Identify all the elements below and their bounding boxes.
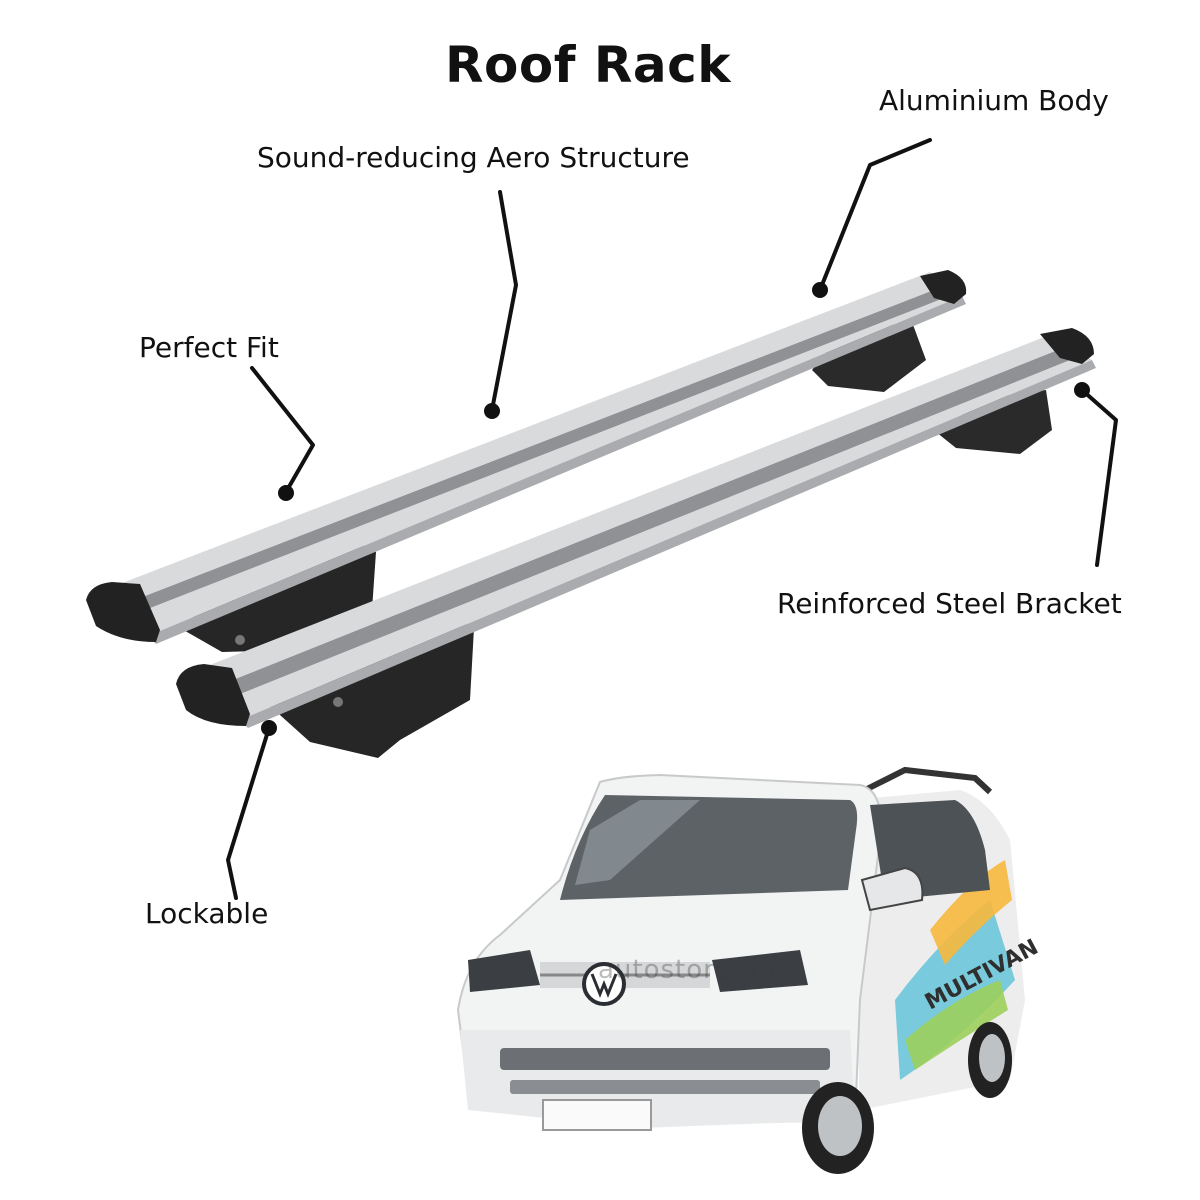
callout-dot (1074, 382, 1090, 398)
van-lower-grille (510, 1080, 820, 1094)
front-bar-channel (228, 350, 1070, 694)
callout-perfect-fit: Perfect Fit (139, 331, 279, 364)
front-bar-foot-left (270, 622, 474, 758)
leader-aluminium (818, 138, 932, 292)
leader-lockable (226, 726, 271, 900)
van-bumper (460, 1030, 855, 1128)
leader-aero (490, 190, 518, 412)
front-bar-end-cap-left (176, 664, 250, 726)
van-lower-grille (500, 1048, 830, 1070)
front-bar-foot-right (936, 390, 1052, 454)
watermark: autostore.pro (598, 955, 787, 985)
van-livery (905, 980, 1008, 1070)
van-wheel-front-rim (818, 1096, 862, 1156)
front-bar-end-cap-right (1040, 328, 1094, 364)
front-bar-underside (240, 360, 1096, 728)
callout-dot (812, 282, 828, 298)
van-headlight-left (468, 950, 540, 992)
rear-bar-underside (148, 296, 966, 644)
van-mirror (860, 866, 924, 912)
rear-bar-end-cap-left (86, 582, 160, 642)
callout-leaders (226, 138, 1118, 900)
page-title: Roof Rack (445, 36, 731, 94)
rear-bar-end-cap-right (920, 270, 967, 304)
van-wheel-rear-rim (979, 1034, 1005, 1082)
leader-bracket (1080, 388, 1118, 567)
leader-fit (250, 366, 315, 494)
vw-logo-letters (590, 973, 618, 999)
license-plate (542, 1099, 652, 1131)
lock-icon (235, 635, 245, 645)
van-livery (930, 860, 1012, 965)
van-headlight-right (712, 950, 808, 992)
van-windshield-glare (575, 800, 700, 885)
van-illustration: MULTIVAN (456, 766, 1043, 1174)
callout-dot (261, 720, 277, 736)
callout-steel-bracket: Reinforced Steel Bracket (777, 587, 1122, 620)
callout-lockable: Lockable (145, 897, 269, 930)
callout-dots (261, 282, 1090, 736)
callout-dot (278, 485, 294, 501)
van-roof-rail (863, 766, 993, 795)
callout-dot (484, 403, 500, 419)
callout-aero-structure: Sound-reducing Aero Structure (257, 141, 690, 174)
callout-aluminium-body: Aluminium Body (879, 84, 1109, 117)
rear-bar-channel (140, 290, 944, 608)
roof-rack-bars (86, 270, 1096, 758)
lock-icon (333, 697, 343, 707)
